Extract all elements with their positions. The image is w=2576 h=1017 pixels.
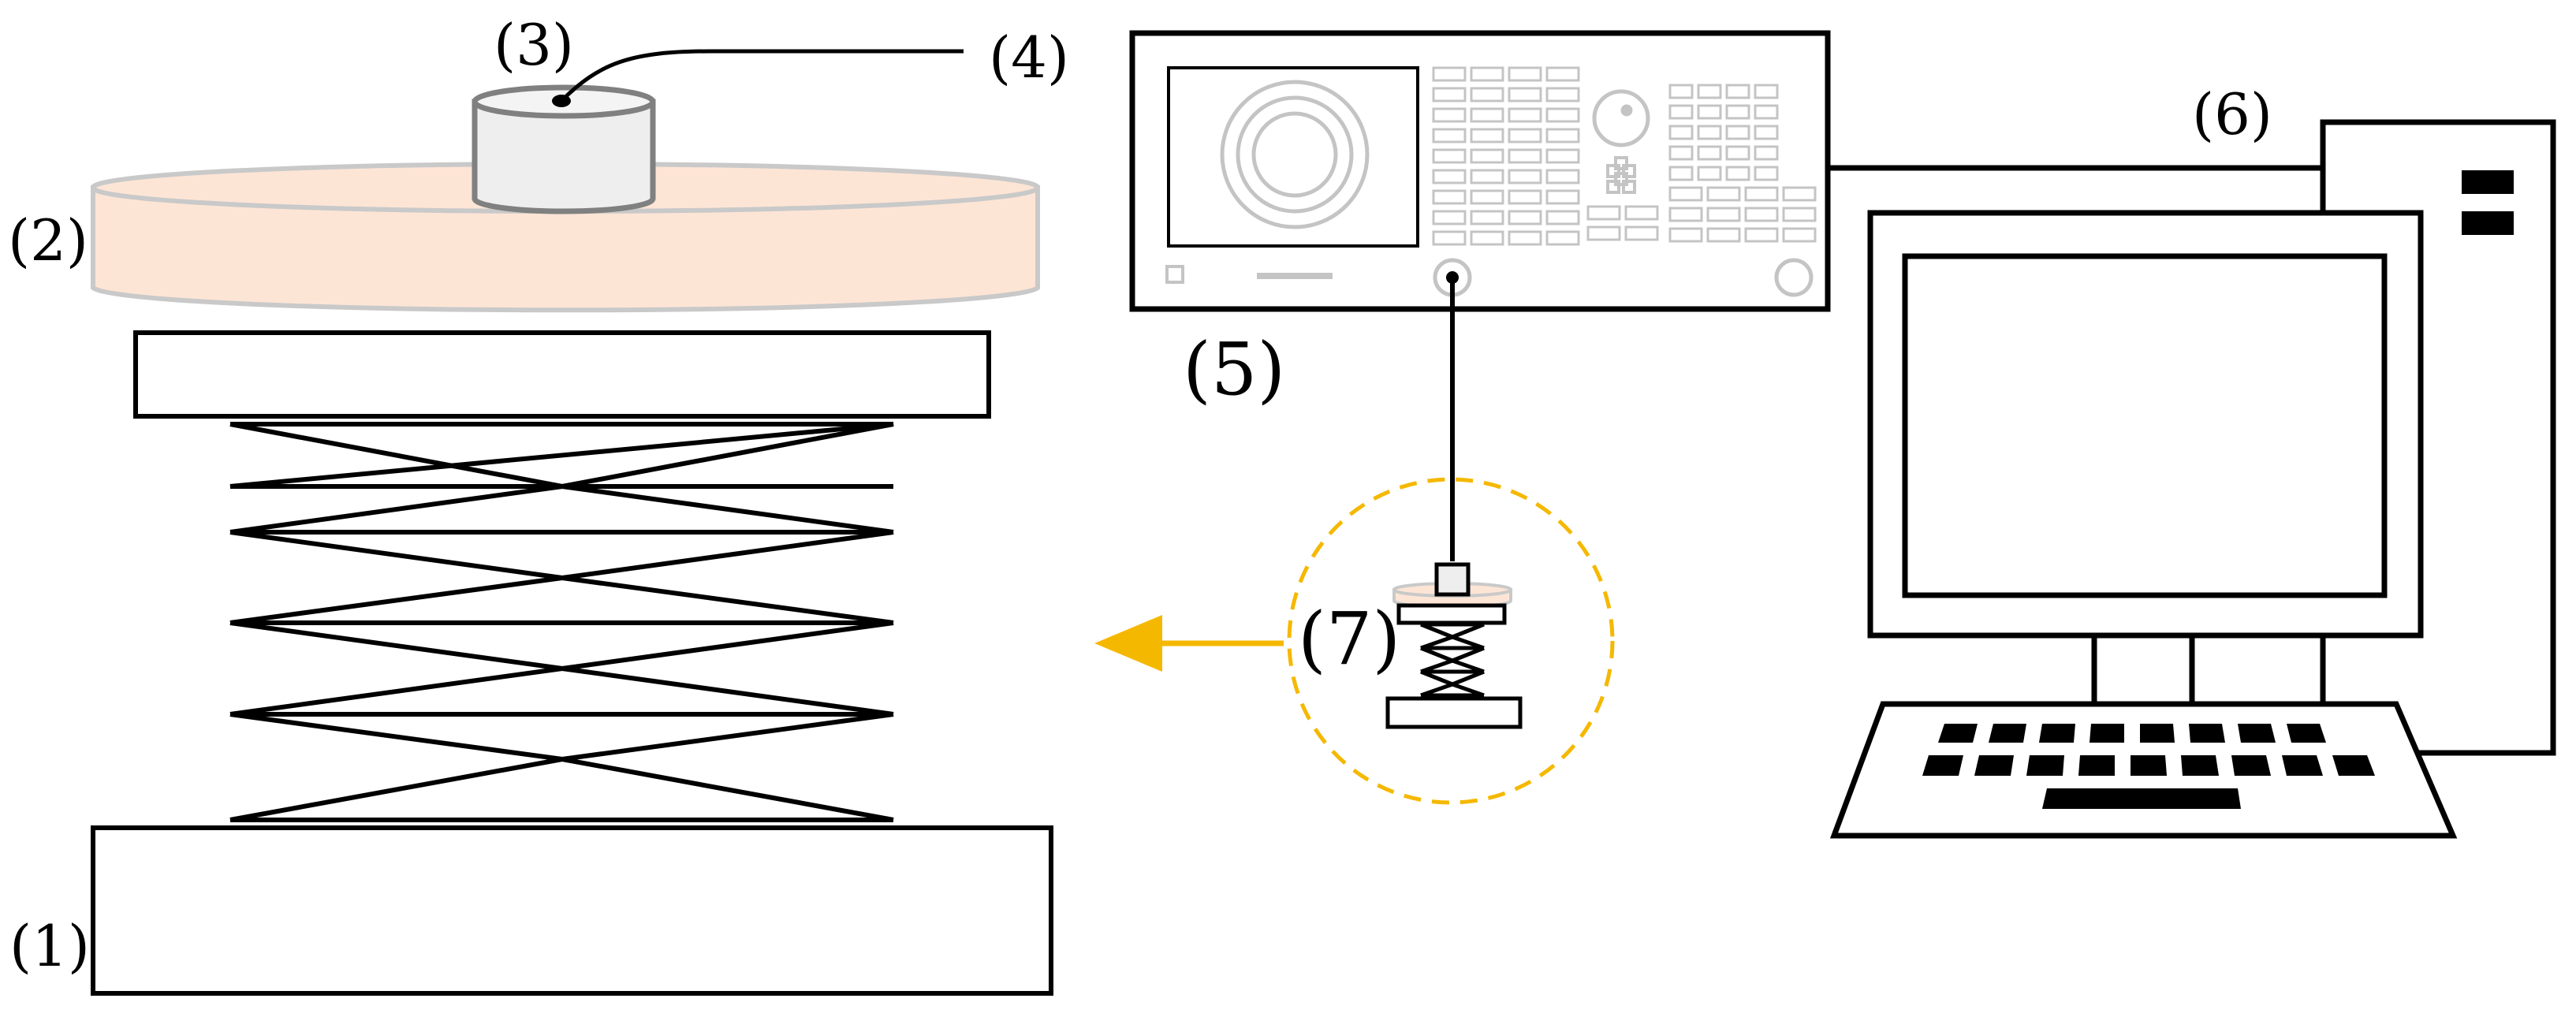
analyzer-slot xyxy=(1257,273,1333,279)
sensor-cylinder xyxy=(472,84,656,214)
keyboard-spacebar[interactable] xyxy=(2042,788,2241,809)
scissor-mechanism xyxy=(229,422,894,822)
label-1: (1) xyxy=(9,913,90,979)
label-7: (7) xyxy=(1298,597,1400,681)
tower-drive-slot-1 xyxy=(2462,170,2514,194)
analyzer-screen-display-icon xyxy=(1220,80,1370,229)
tower-drive-slot-2 xyxy=(2462,211,2514,235)
analyzer-keypad-left[interactable] xyxy=(1432,66,1580,246)
sample-disc-body xyxy=(91,185,1040,313)
analyzer-knob[interactable] xyxy=(1592,89,1650,147)
mini-scissor xyxy=(1420,622,1485,698)
sensor-cable xyxy=(560,49,964,102)
analyzer-power-button[interactable] xyxy=(1165,265,1184,284)
label-6: (6) xyxy=(2192,81,2272,147)
monitor-stand-neck xyxy=(2091,630,2195,707)
lift-top-plate xyxy=(133,330,991,419)
computer xyxy=(1829,119,2556,839)
label-5: (5) xyxy=(1183,327,1285,412)
arrow-left-icon xyxy=(1094,615,1162,672)
inset-highlight-circle xyxy=(1287,477,1615,805)
inset-arrow xyxy=(1094,615,1284,672)
mini-sensor xyxy=(1434,562,1471,597)
label-3: (3) xyxy=(494,12,574,78)
mini-lift-top xyxy=(1396,603,1507,625)
lift-table xyxy=(91,330,1053,996)
analyzer-keypad-bottom[interactable] xyxy=(1586,205,1659,241)
analyzer-output-port-icon xyxy=(1774,258,1814,297)
analyzer-arrow-pad[interactable] xyxy=(1606,156,1636,194)
label-2: (2) xyxy=(8,207,88,274)
label-4: (4) xyxy=(989,24,1069,91)
lift-base xyxy=(91,825,1053,996)
mini-lift-base xyxy=(1385,696,1523,729)
keyboard-keys[interactable] xyxy=(1922,724,2375,809)
analyzer-keypad-right[interactable] xyxy=(1668,84,1817,243)
sensor-body xyxy=(472,99,656,214)
inset-mini-setup xyxy=(1287,477,1615,805)
analyzer-screen xyxy=(1167,66,1419,248)
analyzer-instrument xyxy=(1129,30,1831,312)
monitor-screen xyxy=(1902,253,2388,598)
